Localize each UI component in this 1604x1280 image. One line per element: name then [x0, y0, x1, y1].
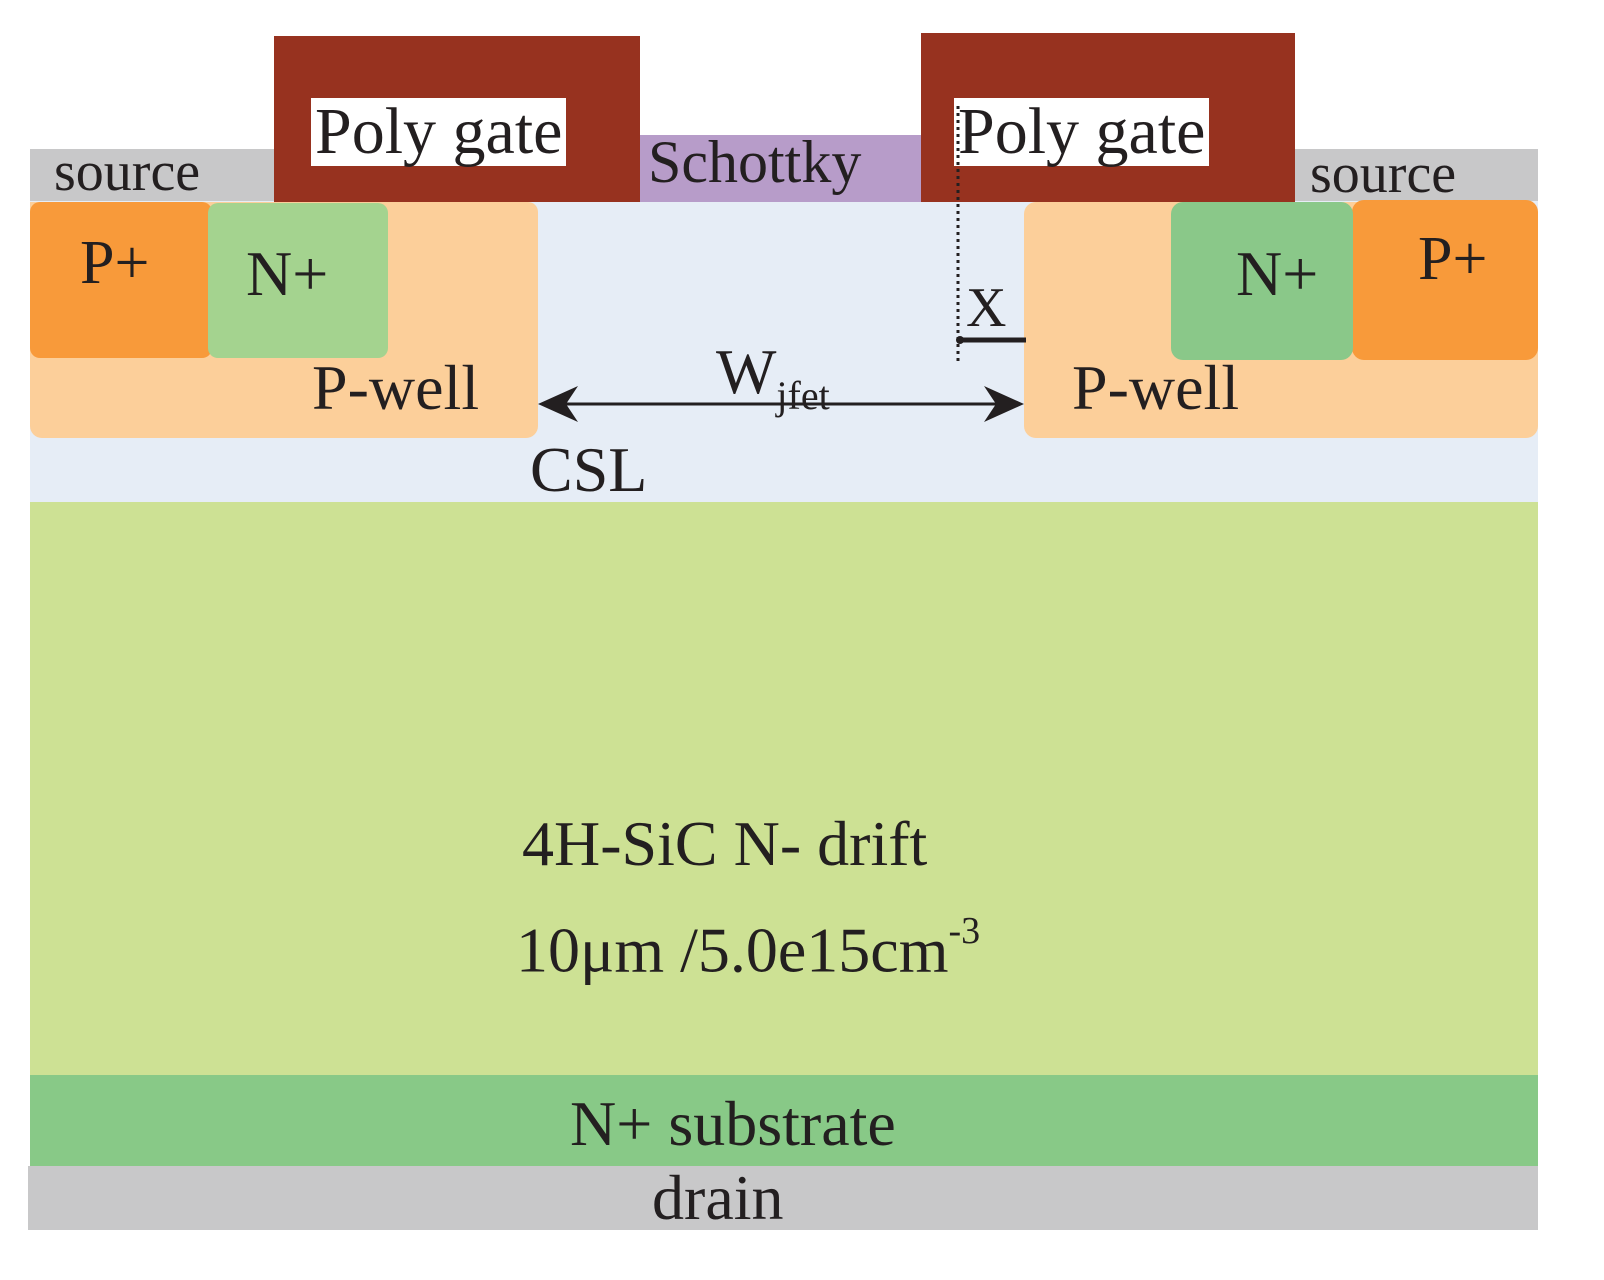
source-metal-right [1294, 149, 1538, 201]
drift-label: 4H-SiC N- drift [522, 808, 928, 879]
substrate-label: N+ substrate [570, 1088, 896, 1159]
drain-label: drain [652, 1162, 784, 1233]
wjfet-arrowhead-right [984, 386, 1024, 422]
source-metal-left [30, 149, 276, 201]
poly-gate-left-label: Poly gate [311, 98, 567, 166]
x-marker-label: X [966, 277, 1007, 339]
drain-metal [28, 1166, 1538, 1230]
drift-doping-exponent: -3 [948, 910, 981, 952]
schottky-contact [638, 135, 922, 202]
wjfet-subscript: jfet [776, 373, 830, 418]
n-plus-right-label: N+ [1236, 238, 1319, 309]
p-plus-left [30, 202, 212, 358]
csl-label: CSL [530, 434, 648, 505]
source-right-label: source [1310, 143, 1457, 205]
n-plus-right [1171, 202, 1353, 360]
p-well-left-label: P-well [312, 352, 480, 423]
n-drift-region [30, 502, 1538, 1076]
p-plus-left-label: P+ [80, 229, 150, 297]
p-well-right-label: P-well [1072, 352, 1240, 423]
n-plus-left [208, 203, 388, 358]
drift-doping-label: 10μm /5.0e15cm-3 [516, 912, 980, 982]
drift-doping-main: 10μm /5.0e15cm [516, 914, 949, 986]
source-left-label: source [54, 141, 201, 203]
x-dimension-dot [956, 336, 964, 344]
p-plus-right [1352, 200, 1538, 360]
poly-gate-right-label: Poly gate [954, 98, 1210, 166]
n-plus-left-label: N+ [246, 238, 329, 309]
n-plus-substrate [30, 1075, 1538, 1167]
schottky-label: Schottky [648, 129, 862, 195]
wjfet-main: W [716, 336, 777, 407]
p-plus-right-label: P+ [1418, 225, 1488, 293]
wjfet-label: Wjfet [716, 340, 830, 416]
wjfet-arrowhead-left [538, 386, 578, 422]
